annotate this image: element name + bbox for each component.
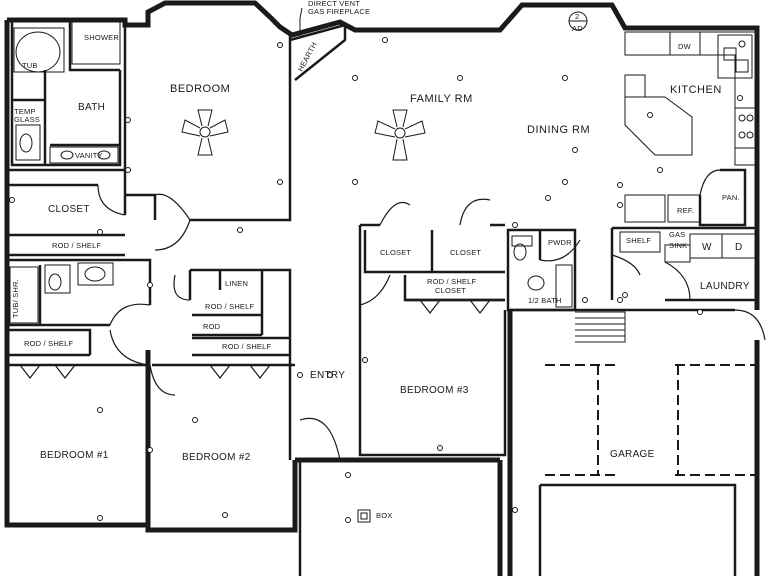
refrigerator-label: REF.	[677, 206, 694, 215]
shower-label: SHOWER	[84, 33, 119, 42]
light-fixtures	[9, 37, 743, 523]
ad-number-label: 2	[575, 12, 579, 21]
room-labels: BEDROOM FAMILY RM DINING RM KITCHEN BATH…	[11, 0, 750, 520]
hearth-label: HEARTH	[296, 41, 319, 73]
gas-sink-label-2: SINK	[669, 241, 687, 250]
bedroom-2-rod-label: ROD	[203, 322, 221, 331]
ceiling-fan-icon	[374, 109, 426, 161]
vanity-label: VANITY	[75, 151, 103, 160]
bedroom-1-rod-shelf-label: ROD / SHELF	[24, 339, 74, 348]
master-rod-shelf-label: ROD / SHELF	[52, 241, 102, 250]
kitchen-label: KITCHEN	[670, 84, 722, 96]
tub-label: TUB	[22, 61, 38, 70]
bedroom-1-label: BEDROOM #1	[40, 450, 109, 461]
garage-tracks	[545, 364, 755, 476]
kitchen-cabinets	[624, 31, 756, 227]
bath-label: BATH	[78, 102, 105, 113]
fireplace-note-1: DIRECT VENT	[308, 0, 360, 8]
fireplace-note-2: GAS FIREPLACE	[308, 7, 370, 16]
washer-label: W	[702, 242, 712, 253]
tub-shower-label: TUB/ SHR.	[11, 279, 20, 318]
master-bedroom-label: BEDROOM	[170, 83, 230, 95]
rod-shelf-closet-label-1: ROD / SHELF	[427, 277, 477, 286]
rod-shelf-closet-label-2: CLOSET	[435, 286, 466, 295]
temp-glass-label-2: GLASS	[14, 115, 40, 124]
powder-room-label: PWDR	[548, 238, 572, 247]
fireplace	[289, 7, 588, 81]
gas-sink-label-1: GAS	[669, 230, 685, 239]
garage-label: GARAGE	[610, 449, 655, 460]
bedroom-3-label: BEDROOM #3	[400, 385, 469, 396]
shelf-label: SHELF	[626, 236, 651, 245]
ceiling-fan-icon	[181, 109, 229, 156]
family-room-label: FAMILY RM	[410, 93, 473, 105]
half-bath-label: 1/2 BATH	[528, 296, 562, 305]
dining-room-label: DINING RM	[527, 124, 590, 136]
bedroom-2-rod-shelf-label-b: ROD / SHELF	[222, 342, 272, 351]
interior-walls	[8, 22, 757, 576]
master-closet-label: CLOSET	[48, 204, 90, 215]
linen-label: LINEN	[225, 279, 248, 288]
dishwasher-label: DW	[678, 42, 692, 51]
bedroom-2-label: BEDROOM #2	[182, 452, 251, 463]
ad-label: AD	[572, 24, 583, 33]
dryer-label: D	[735, 242, 743, 253]
box-label: BOX	[376, 511, 392, 520]
pantry-label: PAN.	[722, 193, 740, 202]
entry-label: ENTRY	[310, 370, 345, 381]
bedroom-2-rod-shelf-label-a: ROD / SHELF	[205, 302, 255, 311]
laundry-label: LAUNDRY	[700, 281, 750, 292]
fixtures	[9, 21, 573, 523]
bedroom-3-closet-b-label: CLOSET	[450, 248, 481, 257]
bedroom-3-closet-a-label: CLOSET	[380, 248, 411, 257]
temp-glass-label-1: TEMP	[14, 107, 36, 116]
door-swings	[19, 169, 766, 461]
